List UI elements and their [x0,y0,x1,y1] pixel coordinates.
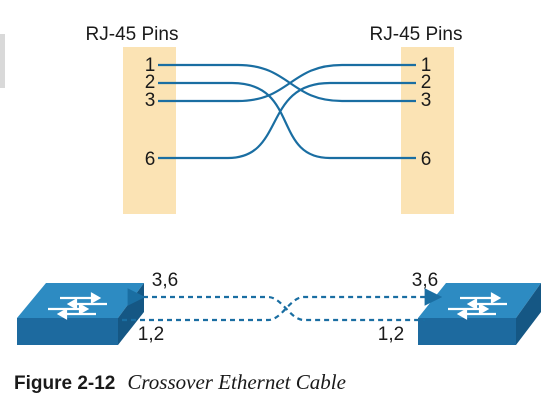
right-pin-3: 3 [421,90,432,111]
left-switch-top-label: 3,6 [152,270,178,291]
left-pin-3: 3 [145,90,156,111]
right-pin-1: 1 [421,55,432,76]
right-switch-top-label: 3,6 [412,270,438,291]
figure-number: Figure 2-12 [14,373,116,394]
right-pin-block [401,47,454,214]
wire-left6-to-right2 [158,81,416,160]
right-pin-6: 6 [421,149,432,170]
right-switch-icon [418,283,541,345]
figure-caption: Figure 2-12 Crossover Ethernet Cable [14,370,346,395]
left-pin-block [123,47,176,214]
left-pin-1: 1 [145,55,156,76]
right-pins-header: RJ-45 Pins [370,24,463,45]
left-pin-6: 6 [145,149,156,170]
page-edge-tab [0,34,5,88]
left-switch-bottom-label: 1,2 [138,324,164,345]
wire-left2-to-right6 [158,81,416,160]
dashed-link-bottom [122,288,443,322]
left-switch-icon [17,283,144,345]
wire-left3-to-right1 [158,63,416,103]
left-pin-2: 2 [145,72,156,93]
right-pin-2: 2 [421,72,432,93]
dashed-link-top [127,288,425,322]
figure-title: Crossover Ethernet Cable [127,370,346,394]
right-switch-bottom-label: 1,2 [378,324,404,345]
left-pins-header: RJ-45 Pins [86,24,179,45]
